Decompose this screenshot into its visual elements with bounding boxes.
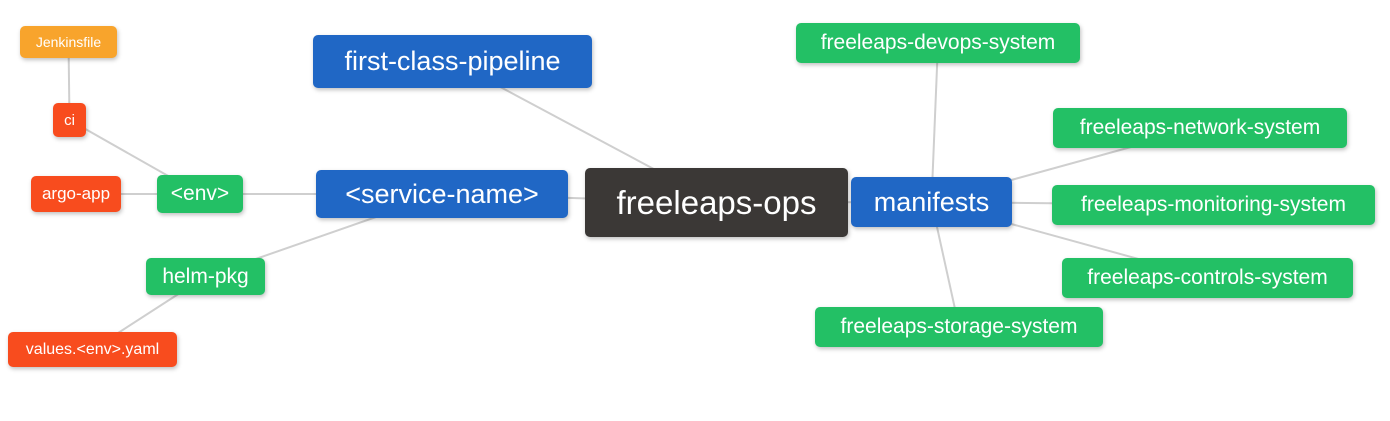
mindmap-node-network-system[interactable]: freeleaps-network-system xyxy=(1053,108,1347,148)
mindmap-node-devops-system[interactable]: freeleaps-devops-system xyxy=(796,23,1080,63)
node-label: ci xyxy=(64,111,75,129)
node-label: <service-name> xyxy=(345,178,539,209)
node-label: freeleaps-storage-system xyxy=(840,315,1078,338)
node-label: freeleaps-monitoring-system xyxy=(1081,193,1346,216)
mindmap-node-service-name[interactable]: <service-name> xyxy=(316,170,568,218)
mindmap-node-controls-system[interactable]: freeleaps-controls-system xyxy=(1062,258,1353,298)
mindmap-node-storage-system[interactable]: freeleaps-storage-system xyxy=(815,307,1103,347)
node-label: values.<env>.yaml xyxy=(25,340,160,358)
node-label: first-class-pipeline xyxy=(344,46,561,76)
mindmap-node-helm-pkg[interactable]: helm-pkg xyxy=(146,258,265,295)
mindmap-node-argo-app[interactable]: argo-app xyxy=(31,176,121,212)
mindmap-node-manifests[interactable]: manifests xyxy=(851,177,1012,227)
mindmap-node-env[interactable]: <env> xyxy=(157,175,243,213)
node-label: argo-app xyxy=(41,184,111,203)
node-label: freeleaps-controls-system xyxy=(1087,266,1328,289)
node-label: freeleaps-devops-system xyxy=(820,31,1056,54)
mindmap-node-jenkinsfile[interactable]: Jenkinsfile xyxy=(20,26,117,58)
node-label: freeleaps-ops xyxy=(616,183,817,221)
node-label: <env> xyxy=(170,182,230,205)
edge-manifests--devops-system xyxy=(930,42,939,203)
node-label: manifests xyxy=(873,186,990,217)
node-label: Jenkinsfile xyxy=(35,34,102,50)
mindmap-node-freeleaps-ops[interactable]: freeleaps-ops xyxy=(585,168,848,237)
mindmap-node-monitoring-system[interactable]: freeleaps-monitoring-system xyxy=(1052,185,1375,225)
mindmap-node-ci[interactable]: ci xyxy=(53,103,86,137)
mindmap-node-first-class-pipeline[interactable]: first-class-pipeline xyxy=(313,35,592,88)
mindmap-node-values-env-yaml[interactable]: values.<env>.yaml xyxy=(8,332,177,367)
node-label: helm-pkg xyxy=(162,264,249,288)
node-label: freeleaps-network-system xyxy=(1079,116,1321,139)
